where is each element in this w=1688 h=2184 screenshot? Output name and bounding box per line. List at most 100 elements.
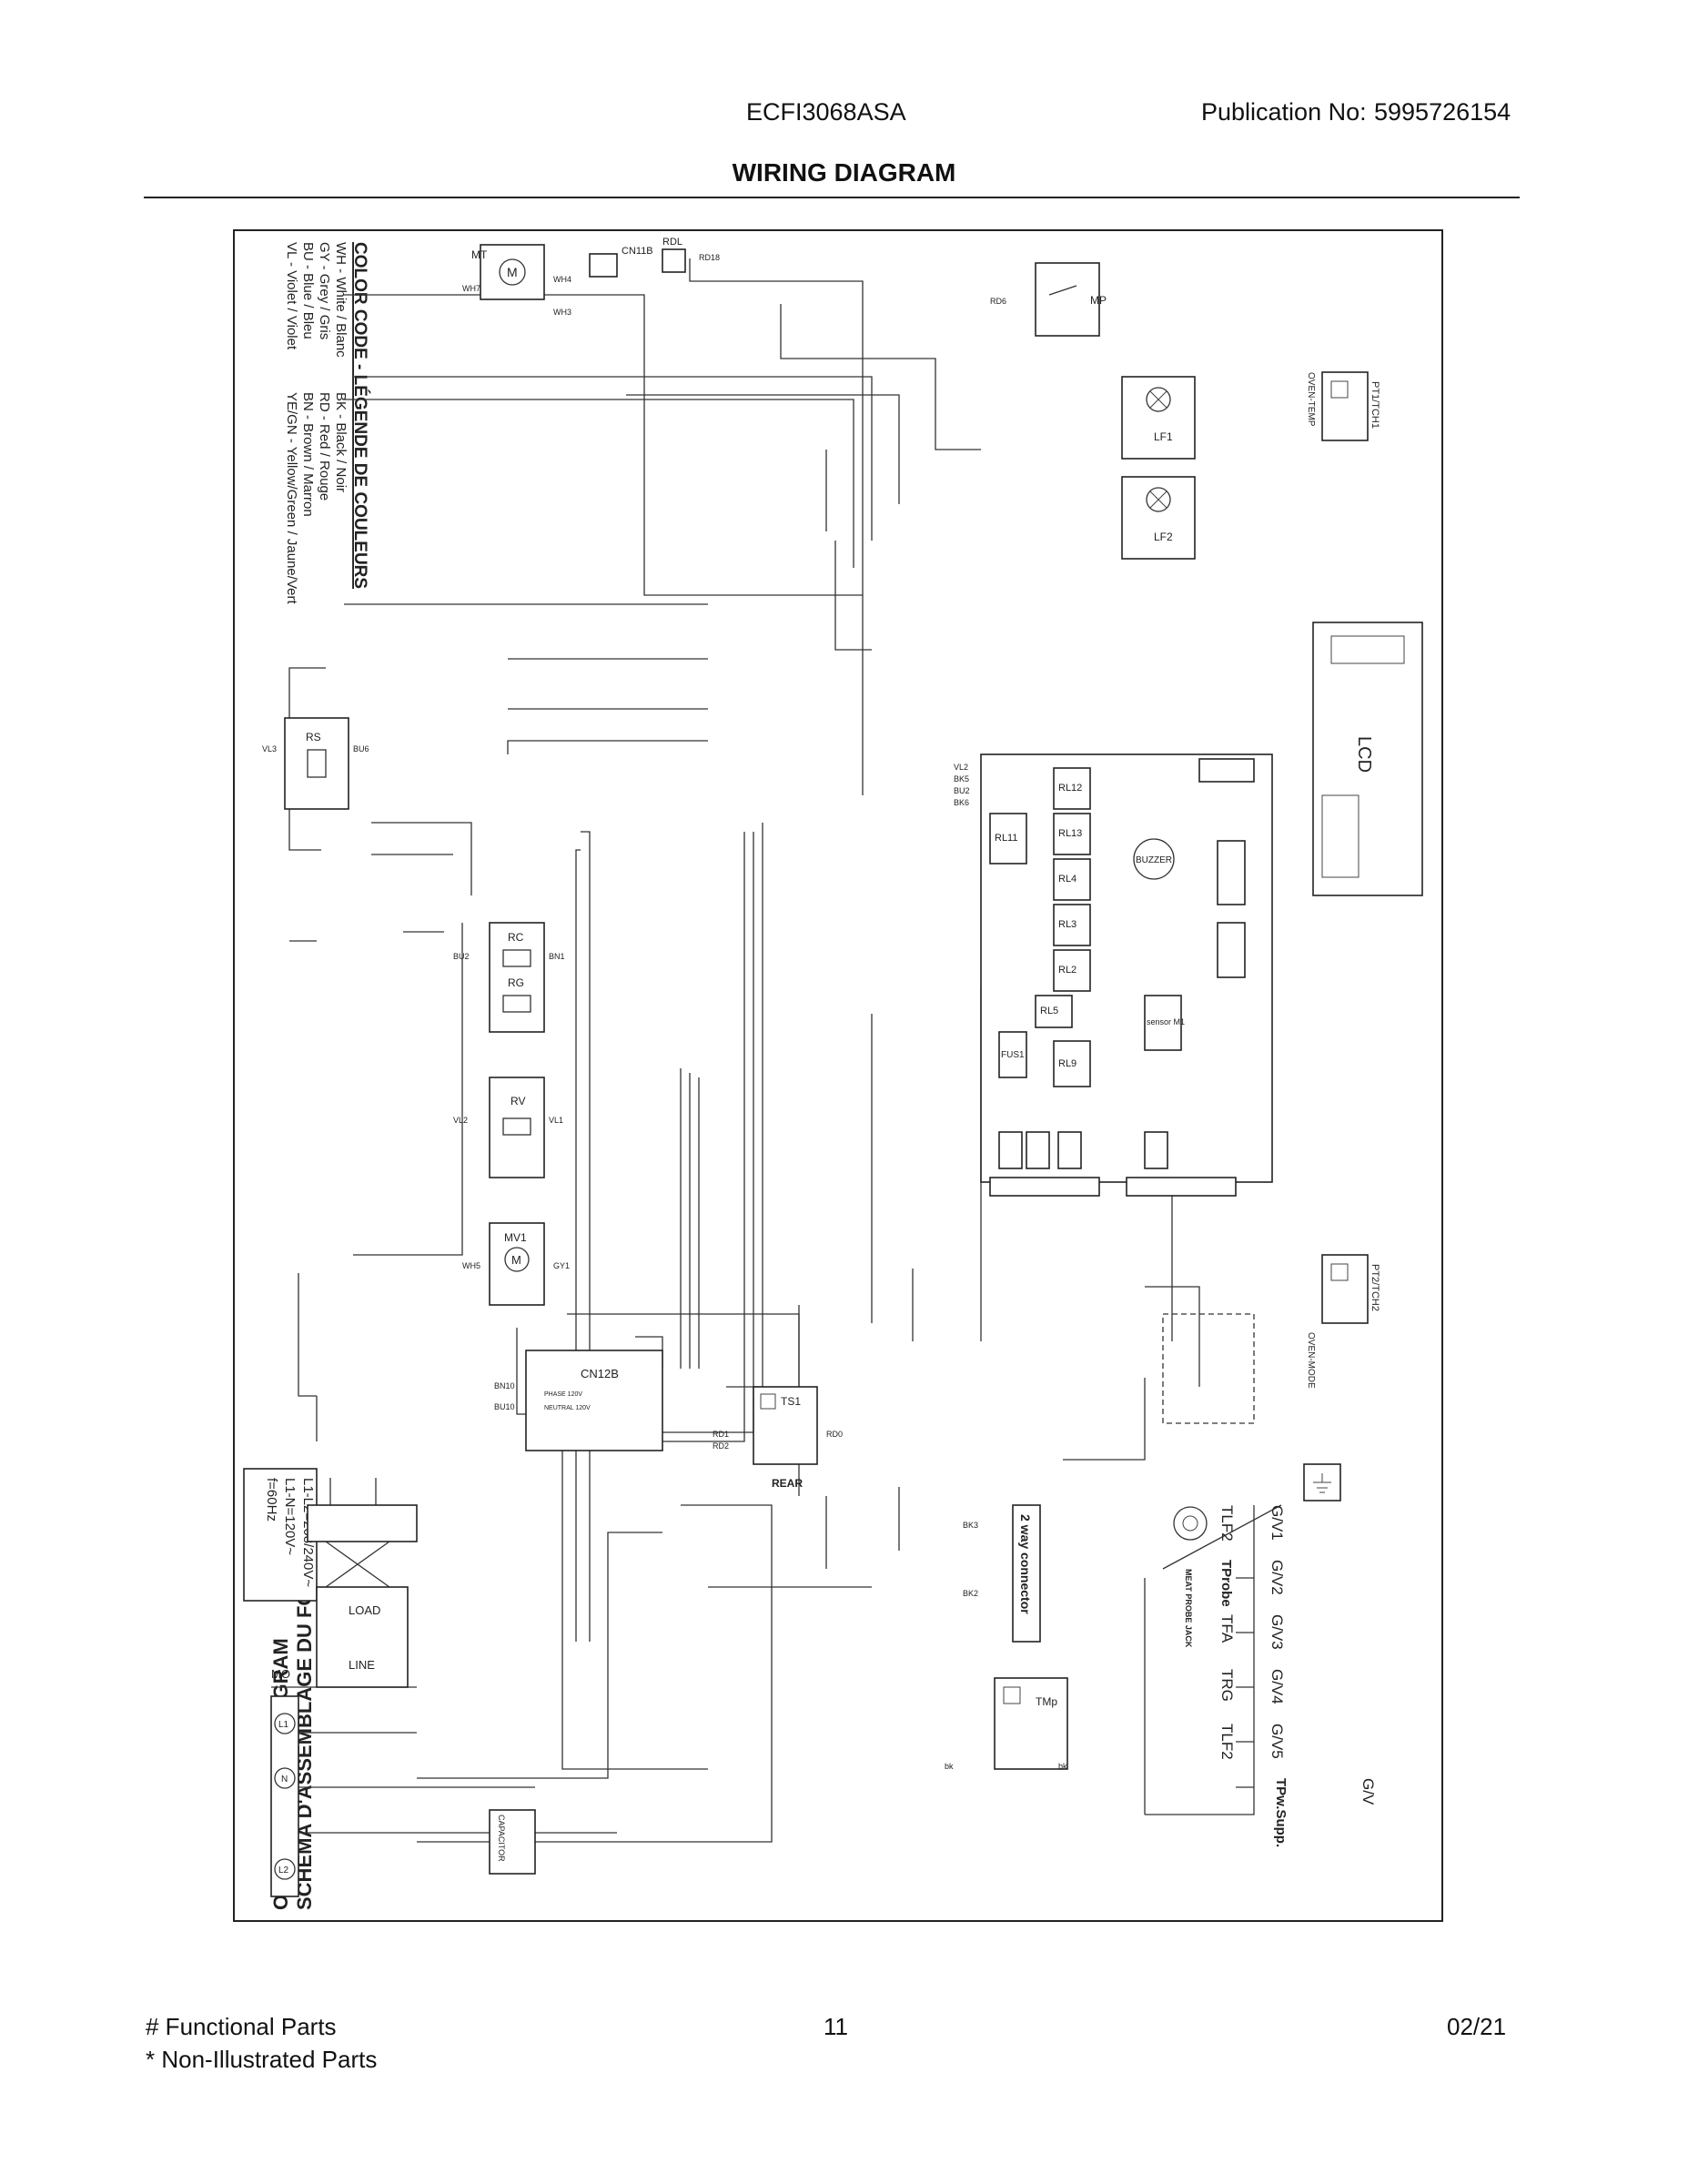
- color-code-c1-0: WH - White / Blanc: [333, 242, 349, 358]
- connector-cn14: [989, 1177, 1100, 1197]
- label-rv: RV: [510, 1095, 525, 1107]
- label-lcd: LCD: [1354, 736, 1374, 773]
- color-code-title: COLOR CODE - LÉGENDE DE COULEURS: [350, 242, 370, 589]
- color-code-c2-2: BN - Brown / Marron: [300, 392, 316, 517]
- label-rl3: RL3: [1058, 919, 1076, 930]
- relay-rl4: [1053, 858, 1091, 901]
- relay-rl5: [1035, 995, 1073, 1028]
- label-rdl: RDL: [662, 237, 682, 248]
- wire-tag-2: WH3: [553, 308, 571, 317]
- label-ts1: TS1: [781, 1395, 801, 1408]
- element-rv: RV: [489, 1077, 545, 1178]
- meat-probe-jack: MEAT PROBE JACK: [1173, 1506, 1208, 1648]
- connector-cn4: [1217, 840, 1246, 905]
- ground-sublabel-3: TRG: [1218, 1669, 1236, 1702]
- label-mv1: MV1: [504, 1231, 527, 1244]
- terminal-block-mo: L1 N L2 MO: [270, 1667, 299, 1897]
- resistor-rdl: RDL: [662, 237, 686, 273]
- connector-cn13: [1126, 1177, 1237, 1197]
- lcd-display: LCD: [1312, 622, 1423, 896]
- capacitor: CAPACITOR: [489, 1809, 536, 1875]
- sensor-m1: [1144, 995, 1182, 1051]
- label-sensor: sensor M1: [1147, 1017, 1185, 1026]
- wire-tag-32: GY1: [553, 1261, 570, 1270]
- wire-tag-1: WH4: [553, 275, 571, 284]
- connector-cn11b: CN11B: [589, 246, 653, 278]
- motor-mv1: M MV1: [489, 1222, 545, 1306]
- label-cn12b: CN12B: [581, 1367, 619, 1380]
- label-rl4: RL4: [1058, 874, 1076, 885]
- color-code-c2-1: RD - Red / Rouge: [317, 392, 332, 500]
- label-rl13: RL13: [1058, 828, 1082, 839]
- publication-number: 5995726154: [1374, 98, 1511, 126]
- wire-tag-43: bk: [945, 1762, 954, 1771]
- page-title: WIRING DIAGRAM: [732, 158, 956, 187]
- color-code-c2-0: BK - Black / Noir: [333, 392, 349, 492]
- label-rl9: RL9: [1058, 1058, 1076, 1069]
- wiring-diagram-frame: COLOR CODE - LÉGENDE DE COULEURS WH - Wh…: [233, 229, 1443, 1922]
- label-rc: RC: [508, 931, 524, 944]
- cn12b-pin-1: NEUTRAL 120V: [544, 1405, 591, 1411]
- element-rs: RS: [284, 717, 349, 810]
- label-mt: MT: [471, 248, 488, 261]
- wire-tag-31: WH5: [462, 1261, 480, 1270]
- probe-pt2: PT2/TCH2 OVEN-MODE: [1306, 1254, 1380, 1389]
- relay-rl12: [1053, 767, 1091, 810]
- cn12b-pin-0: PHASE 120V: [544, 1391, 582, 1398]
- supply-spec: L1-L2=208/240V~ L1-N=120V~ f=60Hz: [243, 1468, 318, 1602]
- supply-line-2: L1-N=120V~: [282, 1478, 298, 1555]
- ground-label-4: G/V5: [1269, 1724, 1286, 1759]
- wire-tag-37: RD0: [826, 1430, 843, 1439]
- publication-label: Publication No:: [1201, 98, 1367, 126]
- lamp-lf2: LF2: [1121, 476, 1196, 560]
- buzzer: [1133, 838, 1175, 880]
- meat-probe-region: [1162, 1313, 1255, 1424]
- wire-tag-34: BU10: [494, 1402, 515, 1411]
- label-mo: MO: [271, 1667, 290, 1681]
- label-l1: L1: [278, 1720, 289, 1730]
- label-oven-mode: OVEN-MODE: [1306, 1332, 1316, 1389]
- color-code-c1-3: VL - Violet / Violet: [284, 242, 299, 350]
- wire-tag-11: VL3: [262, 744, 277, 753]
- wire-tag-16: BK6: [954, 798, 969, 807]
- revision-date: 02/21: [1447, 2013, 1507, 2040]
- filter-load-line: LOAD LINE: [307, 1504, 418, 1688]
- motor-mt: M MT: [471, 244, 545, 300]
- wire-tag-33: BN10: [494, 1381, 515, 1390]
- label-l2: L2: [278, 1866, 289, 1876]
- wiring-diagram: COLOR CODE - LÉGENDE DE COULEURS WH - Wh…: [243, 237, 1423, 1910]
- ground-sublabel-4: TLF2: [1218, 1724, 1236, 1760]
- relay-rl13: [1053, 813, 1091, 855]
- svg-text:M: M: [511, 1253, 521, 1267]
- ground-label-1: G/V2: [1269, 1560, 1286, 1595]
- ground-label-3: G/V4: [1269, 1669, 1286, 1704]
- label-cn11b: CN11B: [622, 246, 653, 257]
- wire-tag-36: RD2: [713, 1441, 729, 1451]
- label-lf1: LF1: [1154, 430, 1173, 443]
- wire-tags: WH7 WH4 WH3 RD18 RD6 VL3 BU6 VL2 BK5 BU2…: [262, 253, 1067, 1771]
- ground-sublabel-1: TProbe: [1218, 1560, 1234, 1607]
- label-rear: REAR: [772, 1477, 803, 1490]
- element-rc-rg: RC RG: [489, 922, 545, 1033]
- control-board: RL12 RL11 RL13 RL4 RL3 RL2 RL5 RL9 FUS1 …: [980, 753, 1273, 1197]
- label-mp: MP: [1090, 294, 1107, 307]
- label-meat-probe: MEAT PROBE JACK: [1184, 1569, 1193, 1648]
- label-capacitor: CAPACITOR: [497, 1815, 506, 1862]
- wiring-runs: [271, 258, 1282, 1843]
- relay-rl16: [1057, 1131, 1082, 1169]
- thermostat-ts1: TS1 REAR: [753, 1386, 818, 1490]
- probe-pt1: PT1/TCH1 OVEN-TEMP: [1306, 371, 1380, 441]
- label-two-way: 2 way connector: [1018, 1514, 1033, 1614]
- label-rl2: RL2: [1058, 965, 1076, 976]
- non-illustrated-parts-note: * Non-Illustrated Parts: [146, 2046, 378, 2073]
- page-number: 11: [824, 2013, 848, 2040]
- fuse-fus1: [998, 1031, 1027, 1078]
- wire-tag-3: RD18: [699, 253, 720, 262]
- label-pt1: PT1/TCH1: [1370, 381, 1380, 429]
- title-rule: [144, 197, 1520, 198]
- ground-label-5: G/V: [1359, 1778, 1377, 1805]
- wire-tag-41: BK3: [963, 1521, 978, 1530]
- connector-cn8: [1217, 922, 1246, 978]
- color-code-c1-1: GY - Grey / Gris: [317, 242, 332, 339]
- wire-tag-23: BU2: [453, 952, 470, 961]
